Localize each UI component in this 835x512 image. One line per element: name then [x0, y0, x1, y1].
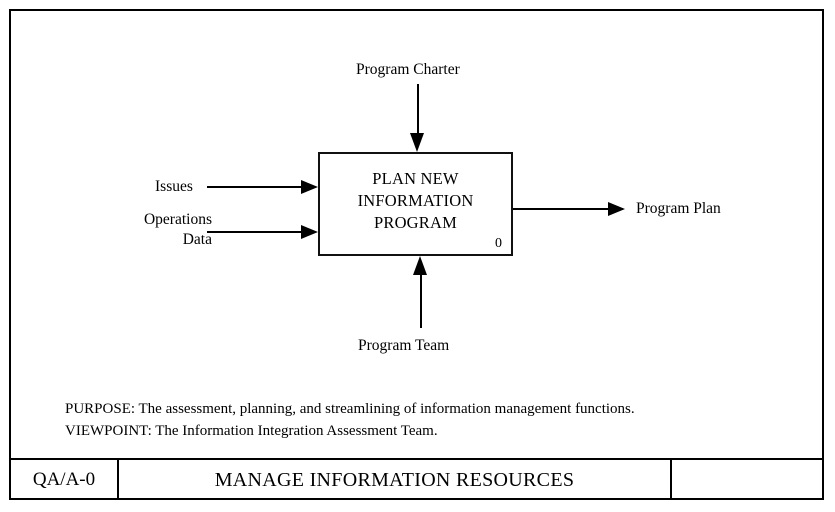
activity-node-number: 0 — [495, 236, 502, 251]
arrow-label-program-plan: Program Plan — [636, 200, 721, 217]
activity-box-plan-new-information-program[interactable]: PLAN NEW INFORMATION PROGRAM 0 — [318, 152, 513, 256]
title-bar-title: MANAGE INFORMATION RESOURCES — [214, 468, 575, 491]
arrowhead-program-charter-icon — [410, 133, 424, 152]
arrowhead-issues-icon — [301, 180, 318, 194]
title-bar-top-divider — [9, 458, 824, 460]
arrow-label-program-charter: Program Charter — [356, 61, 460, 78]
arrow-label-program-team: Program Team — [358, 337, 450, 354]
arrow-line-program-charter — [417, 84, 419, 136]
arrow-label-operations-data: Operations Data — [112, 210, 212, 250]
purpose-viewpoint-block: PURPOSE: The assessment, planning, and s… — [65, 398, 635, 442]
arrowhead-program-team-icon — [413, 256, 427, 275]
title-bar-node-code: QA/A-0 — [32, 469, 96, 490]
activity-box-title: PLAN NEW INFORMATION PROGRAM — [320, 168, 511, 234]
purpose-statement: PURPOSE: The assessment, planning, and s… — [65, 401, 635, 417]
arrow-label-operations-data-line1: Operations — [143, 211, 212, 228]
arrowhead-program-plan-icon — [608, 202, 625, 216]
viewpoint-statement: VIEWPOINT: The Information Integration A… — [65, 423, 438, 439]
arrow-line-operations-data — [207, 231, 305, 233]
activity-title-line3: PROGRAM — [373, 213, 457, 232]
arrow-line-program-plan — [511, 208, 623, 210]
arrowhead-operations-data-icon — [301, 225, 318, 239]
arrow-line-program-team — [420, 273, 422, 328]
activity-title-line1: PLAN NEW — [372, 169, 459, 188]
arrow-label-issues: Issues — [155, 178, 193, 195]
arrow-label-operations-data-line2: Data — [182, 231, 212, 248]
arrow-line-issues — [207, 186, 305, 188]
activity-title-line2: INFORMATION — [357, 191, 474, 210]
title-bar-extra-cell — [672, 460, 822, 500]
title-bar-separator-1 — [117, 460, 119, 500]
diagram-outer-frame — [9, 9, 824, 500]
title-bar-separator-2 — [670, 460, 672, 500]
